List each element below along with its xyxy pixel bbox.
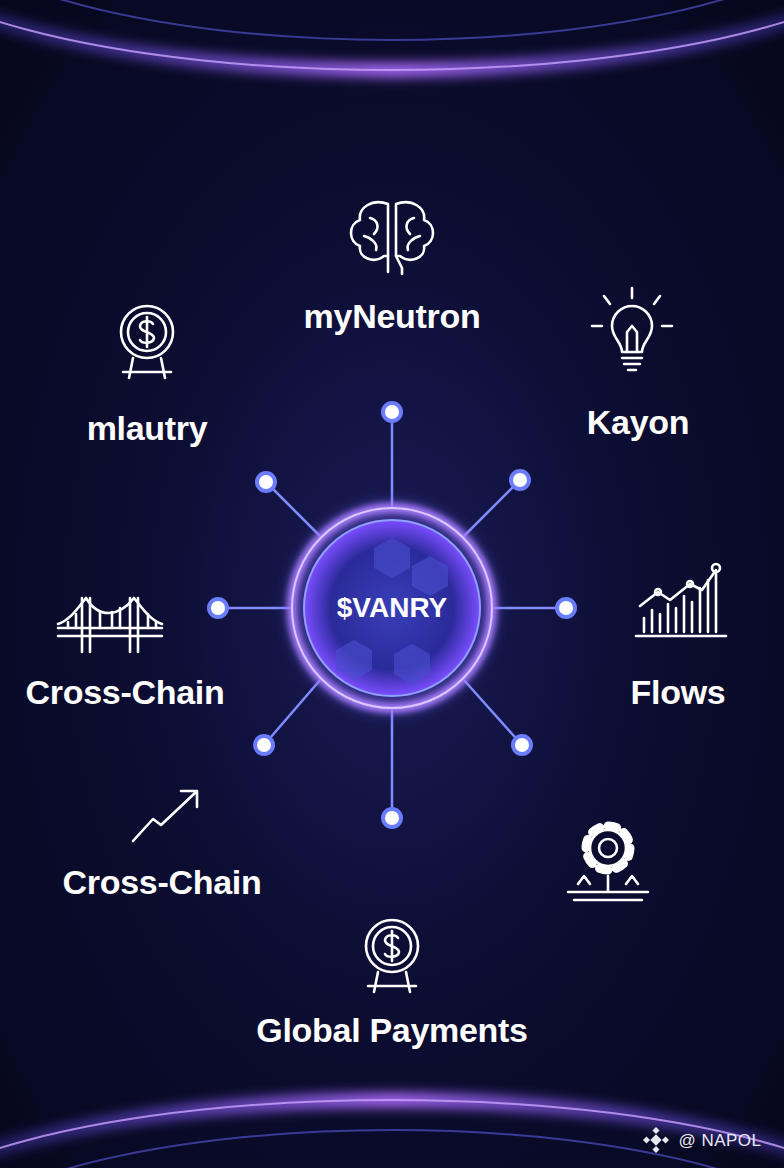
- brain-icon: [351, 202, 433, 274]
- feature-label: mlautry: [87, 409, 208, 448]
- feature-label: Cross-Chain: [26, 673, 225, 712]
- dollar-coin-icon: [121, 306, 173, 378]
- gear-balance-icon: [568, 826, 648, 900]
- lightbulb-icon: [592, 288, 672, 370]
- watermark: @ NAPOL: [678, 1131, 761, 1151]
- feature-label: Global Payments: [256, 1011, 527, 1050]
- feature-label: myNeutron: [304, 297, 481, 336]
- feature-label: Cross-Chain: [63, 863, 262, 902]
- bridge-icon: [58, 598, 162, 652]
- dollar-coin-icon: [366, 920, 418, 992]
- watermark-logo: [643, 1127, 669, 1153]
- hub-spokes: [218, 412, 566, 818]
- feature-label: Flows: [631, 673, 726, 712]
- trend-arrow-icon: [133, 791, 197, 841]
- hub-ring: [274, 490, 510, 726]
- hub-token-label: $VANRY: [337, 592, 447, 624]
- hub-circle: $VANRY: [312, 528, 472, 688]
- bar-chart-icon: [636, 564, 726, 636]
- spoke-dots: [209, 403, 575, 827]
- feature-label: Kayon: [587, 403, 689, 442]
